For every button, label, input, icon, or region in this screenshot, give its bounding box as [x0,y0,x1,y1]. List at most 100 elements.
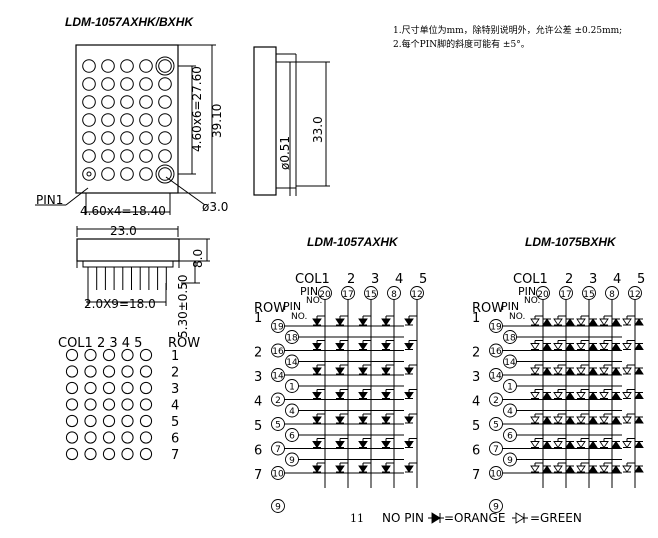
led-diode [404,318,414,326]
row-number: 1 [472,311,480,326]
small-grid-row-number: 7 [171,448,179,463]
col-pin-number: 15 [583,290,594,300]
col-pin-number: 17 [560,290,571,300]
led-diode [312,343,322,351]
row-pin-number: 7 [493,445,499,455]
col-pin-circle [410,286,424,300]
small-grid-row-number: 6 [171,432,179,447]
led-diode [599,318,609,326]
no-label: NO. [509,312,525,322]
led-diode [530,392,540,400]
led-dot [82,131,96,145]
led-diode [335,367,345,375]
led-diode [530,416,540,424]
hole-circle [155,56,175,76]
col-pin-circle [318,286,332,300]
led-diode [530,318,540,326]
led-dot [84,381,97,395]
led-diode [634,391,644,399]
led-diode [335,416,345,424]
legend-no-pin: NO PIN [382,511,424,525]
led-dot [139,131,153,145]
led-dot [139,95,153,109]
led-diode [634,342,644,350]
col-pin-circle [582,286,596,300]
row-pin-number: 1 [507,383,513,393]
led-diode [553,318,563,326]
led-diode [611,318,621,326]
led-dot [101,59,115,73]
led-diode [312,392,322,400]
no-label: NO. [291,312,307,322]
led-diode [381,367,391,375]
row-label: ROW [472,301,504,316]
col-number: 4 [395,272,403,287]
led-diode [611,465,621,473]
pin-label: PIN [501,300,519,313]
led-dot [102,398,116,411]
led-diode [576,441,586,449]
led-diode [553,441,563,449]
led-diode [576,318,586,326]
led-diode [358,416,368,424]
row-number: 2 [254,346,262,361]
led-diode [381,392,391,400]
row-pin-number: 7 [275,445,281,455]
led-diode [542,416,552,424]
led-diode [634,367,644,375]
led-dot [82,113,96,127]
led-diode [599,465,609,473]
led-dot [139,414,153,428]
led-diode [588,416,598,424]
pin1-label: PIN1 [36,193,63,207]
schematic-title: LDM-1057AXHK [307,235,399,249]
row-pin-number: 14 [490,372,502,382]
row-pin-number: 9 [275,503,281,513]
led-dot [158,95,172,109]
led-diode [599,441,609,449]
led-diode [599,367,609,375]
led-dot [101,77,115,91]
led-dot [65,381,79,395]
led-diode [634,318,644,326]
small-grid-row-number: 2 [171,366,179,381]
col-pin-circle [341,286,355,300]
pin-label: PIN [300,285,318,298]
orange-diode-icon [428,512,444,524]
led-diode [404,343,414,351]
led-diode [599,343,609,351]
row-pin-circle [489,499,503,513]
col-pin-number: 8 [391,290,397,300]
col-pin-circle [536,286,550,300]
row-number: 5 [254,419,262,434]
led-diode [358,392,368,400]
led-dot [65,447,79,461]
led-diode [358,465,368,473]
led-dot [121,414,134,428]
led-diode [611,416,621,424]
row-number: 3 [254,370,262,385]
hole-dim: ø3.0 [202,200,228,214]
led-diode [553,465,563,473]
led-diode [542,318,552,326]
col-pin-circle [387,286,401,300]
row-pin-number: 2 [493,396,499,406]
led-diode [404,465,414,473]
led-diode [530,441,540,449]
led-diode [542,367,552,375]
col-number: 4 [613,272,621,287]
led-diode [530,367,540,375]
pin-diameter-dim: ø0.51 [278,136,292,170]
led-diode [565,440,575,448]
led-diode [588,465,598,473]
led-dot [84,431,97,444]
row-number: 4 [254,395,262,410]
small-grid-row-number: 3 [171,382,179,397]
led-diode [565,465,575,473]
led-dot [158,59,172,73]
row-pin-number: 19 [272,323,284,333]
led-diode [335,465,345,473]
led-dot [120,167,134,181]
legend-no-pin-number: 11 [350,512,364,525]
row-pin-number: 6 [289,432,295,442]
